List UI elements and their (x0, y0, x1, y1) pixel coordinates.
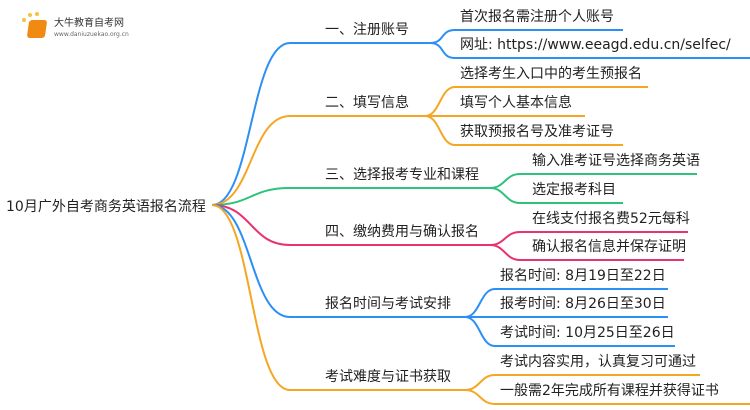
branch-label: 四、缴纳费用与确认报名 (325, 224, 479, 240)
child-label: 输入准考证号选择商务英语 (532, 153, 700, 169)
child-line (424, 115, 623, 146)
branch-line (211, 42, 430, 206)
branch-line (211, 115, 425, 206)
branch-line (211, 204, 465, 318)
child-label: 在线支付报名费52元每科 (532, 211, 690, 227)
child-line (424, 86, 648, 117)
child-label: 报考时间: 8月26日至30日 (500, 296, 666, 312)
branch-label: 报名时间与考试安排 (325, 296, 451, 312)
child-label: 考试内容实用，认真复习可通过 (500, 354, 696, 370)
logo-dot-icon (28, 13, 32, 17)
child-label: 填写个人基本信息 (460, 95, 572, 111)
branch-label: 二、填写信息 (325, 95, 409, 111)
child-line (464, 316, 675, 347)
branch-label: 三、选择报考专业和课程 (325, 167, 479, 183)
logo: 大牛教育自考网 www.daniuzuekao.org.cn (20, 12, 140, 46)
logo-url: www.daniuzuekao.org.cn (54, 31, 129, 38)
child-label: 选定报考科目 (532, 182, 616, 198)
logo-dot-icon (22, 18, 26, 22)
logo-dot-icon (35, 12, 39, 16)
child-line (464, 288, 668, 318)
branch-label: 一、注册账号 (325, 22, 409, 38)
child-label: 网址: https://www.eeagd.edu.cn/selfec/ (460, 37, 731, 53)
branch-line (211, 204, 465, 391)
child-label: 首次报名需注册个人账号 (460, 9, 614, 25)
branch-line (211, 187, 490, 206)
child-label: 获取预报名号及准考证号 (460, 124, 614, 140)
child-label: 一般需2年完成所有课程并获得证书 (500, 383, 719, 399)
child-line (489, 244, 684, 261)
logo-name: 大牛教育自考网 (54, 18, 124, 29)
child-line (489, 187, 623, 204)
child-label: 选择考生入口中的考生预报名 (460, 66, 642, 82)
branch-line (211, 204, 490, 246)
child-line (464, 389, 750, 405)
child-label: 考试时间: 10月25日至26日 (500, 325, 675, 341)
branch-label: 考试难度与证书获取 (325, 369, 451, 385)
child-label: 确认报名信息并保存证明 (532, 239, 686, 255)
child-line (429, 42, 750, 59)
root-topic: 10月广外自考商务英语报名流程 (6, 199, 206, 215)
child-label: 报名时间: 8月19日至22日 (500, 268, 666, 284)
